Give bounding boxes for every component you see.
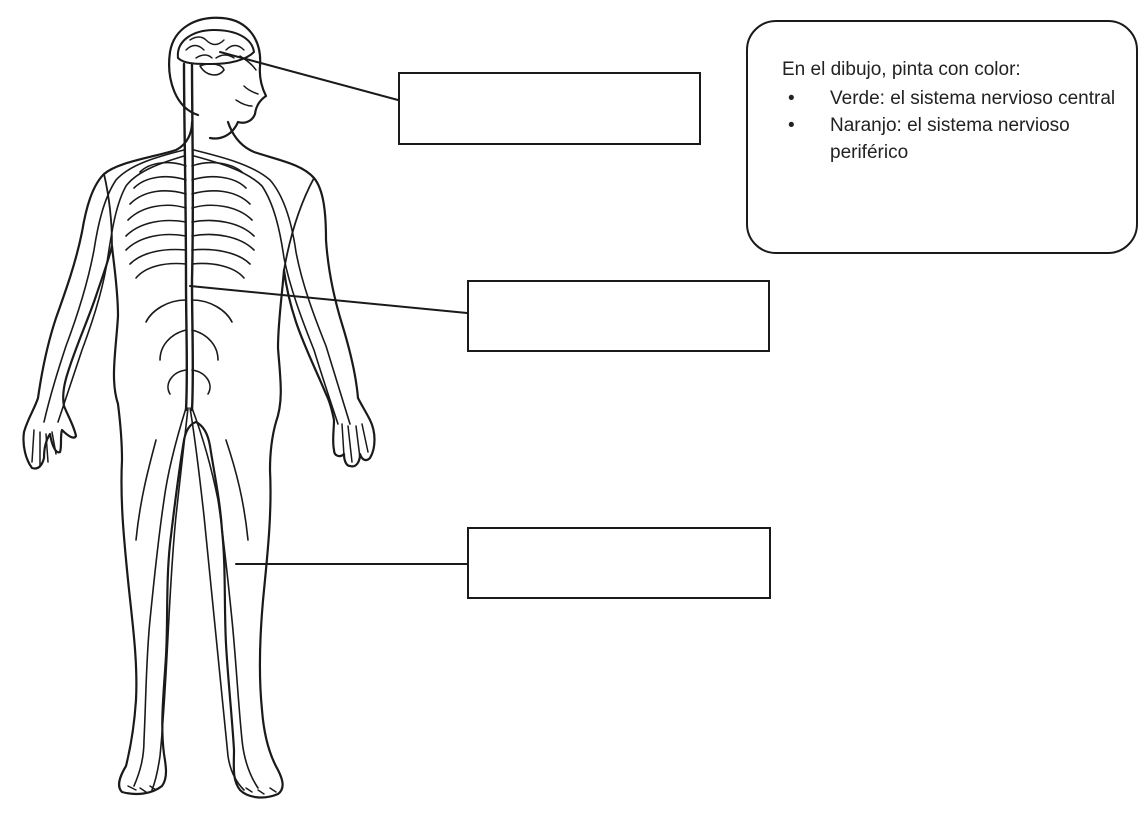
- instruction-card: En el dibujo, pinta con color: Verde: el…: [746, 20, 1138, 254]
- answer-box-peripheral-nerve[interactable]: [467, 527, 771, 599]
- body-left-contour: [23, 122, 196, 794]
- body-outline: [23, 18, 374, 798]
- spinal-cord: [184, 64, 193, 410]
- thoracic-nerves: [126, 163, 254, 394]
- brain-folds: [186, 37, 244, 58]
- instruction-item-green: Verde: el sistema nervioso central: [782, 85, 1116, 112]
- instruction-list: Verde: el sistema nervioso central Naran…: [782, 85, 1116, 166]
- answer-box-brain[interactable]: [398, 72, 701, 145]
- answer-box-spinal-cord[interactable]: [467, 280, 770, 352]
- instruction-title: En el dibujo, pinta con color:: [782, 56, 1116, 83]
- face-detail: [236, 56, 258, 106]
- leg-nerves: [134, 408, 258, 790]
- arm-inner-right: [284, 178, 314, 270]
- leader-line-spinal: [190, 286, 467, 313]
- right-hand-fingers: [342, 424, 368, 462]
- leader-line-brain: [220, 52, 398, 100]
- instruction-item-orange: Naranjo: el sistema nervioso periférico: [782, 112, 1116, 166]
- cerebellum: [200, 64, 224, 75]
